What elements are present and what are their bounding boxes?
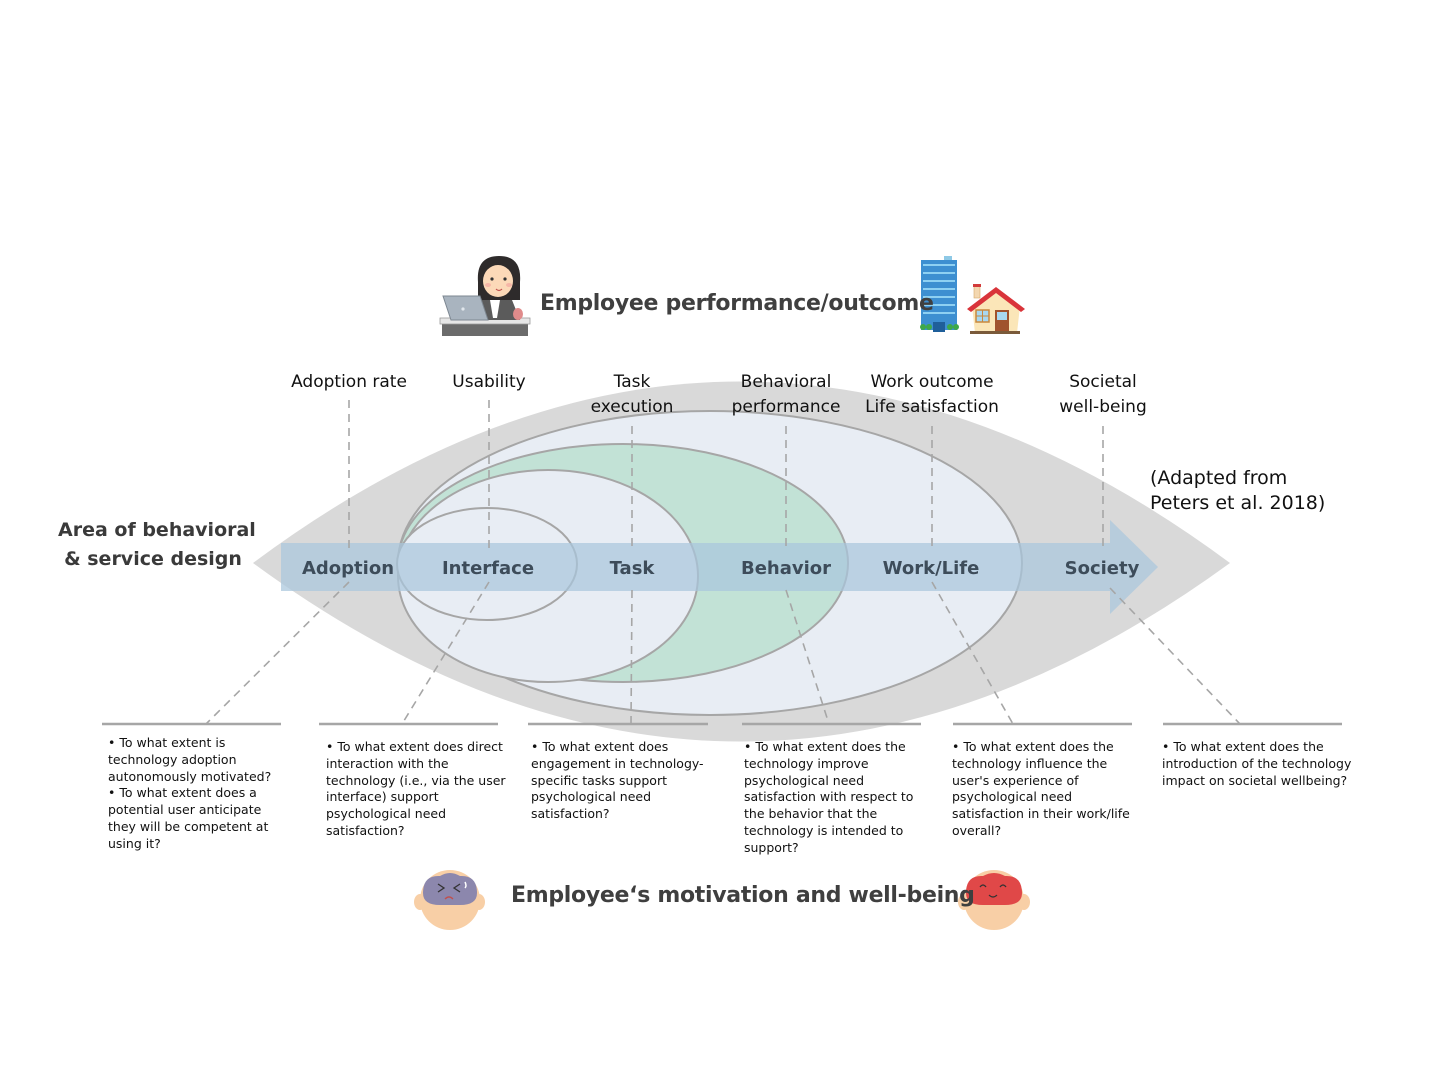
outcome-label-line: Behavioral	[740, 372, 832, 392]
side-title: Area of behavioral & service design	[58, 516, 256, 574]
stage-behavior: Behavior	[740, 558, 832, 579]
question-block-adoption: • To what extent is technology adoption …	[108, 735, 286, 853]
question-block-task: • To what extent does engagement in tech…	[531, 739, 713, 823]
question-block-work-life: • To what extent does the technology inf…	[952, 739, 1142, 840]
question-block-interface: • To what extent does direct interaction…	[326, 739, 514, 840]
outcome-label-adoption-rate: Adoption rate	[269, 370, 429, 395]
side-title-line: Area of behavioral	[58, 519, 256, 541]
house-icon	[967, 284, 1025, 334]
stage-task: Task	[609, 558, 655, 579]
happy-brain-head-icon	[958, 870, 1030, 930]
question-block-society: • To what extent does the introduction o…	[1162, 739, 1362, 789]
question-text: • To what extent does engagement in tech…	[531, 739, 704, 822]
stressed-brain-head-icon	[414, 870, 485, 930]
question-text: • To what extent is technology adoption …	[108, 735, 272, 784]
question-text: • To what extent does the technology imp…	[744, 739, 914, 855]
outcome-label-line: Task	[613, 372, 651, 392]
citation: (Adapted from Peters et al. 2018)	[1150, 466, 1325, 516]
side-title-line: & service design	[64, 548, 242, 570]
citation-line: Peters et al. 2018)	[1150, 492, 1326, 514]
outcome-label-work-life: Work outcome Life satisfaction	[852, 370, 1012, 420]
outcome-label-line: well-being	[1059, 397, 1147, 417]
citation-line: (Adapted from	[1150, 467, 1288, 489]
outcome-label-behavioral-performance: Behavioral performance	[706, 370, 866, 420]
connector-adoption-bottom	[205, 581, 350, 725]
stage-adoption: Adoption	[301, 558, 395, 579]
office-building-icon	[920, 256, 959, 332]
question-text: • To what extent does a potential user a…	[108, 785, 269, 851]
outcome-label-usability: Usability	[419, 370, 559, 395]
stage-work-life: Work/Life	[882, 558, 980, 579]
outcome-label-line: Usability	[452, 372, 526, 392]
outcome-label-line: performance	[731, 397, 841, 417]
connector-society-bottom	[1109, 587, 1241, 725]
outcome-label-line: execution	[590, 397, 674, 417]
progression-arrow	[281, 520, 1158, 614]
stage-interface: Interface	[441, 558, 535, 579]
outcome-label-societal-wellbeing: Societal well-being	[1033, 370, 1173, 420]
bottom-title: Employee‘s motivation and well-being	[511, 883, 975, 908]
outcome-label-line: Adoption rate	[291, 372, 407, 392]
question-text: • To what extent does direct interaction…	[326, 739, 506, 838]
question-text: • To what extent does the introduction o…	[1162, 739, 1352, 788]
outcome-label-line: Life satisfaction	[865, 397, 999, 417]
woman-at-laptop-icon	[439, 256, 531, 336]
connector-behavior-bottom	[785, 589, 830, 725]
outcome-label-line: Societal	[1069, 372, 1137, 392]
outcome-label-task-execution: Task execution	[562, 370, 702, 420]
stage-society: Society	[1064, 558, 1140, 579]
top-title: Employee performance/outcome	[540, 291, 934, 316]
question-block-behavior: • To what extent does the technology imp…	[744, 739, 926, 857]
question-text: • To what extent does the technology inf…	[952, 739, 1130, 838]
outcome-label-line: Work outcome	[870, 372, 994, 392]
